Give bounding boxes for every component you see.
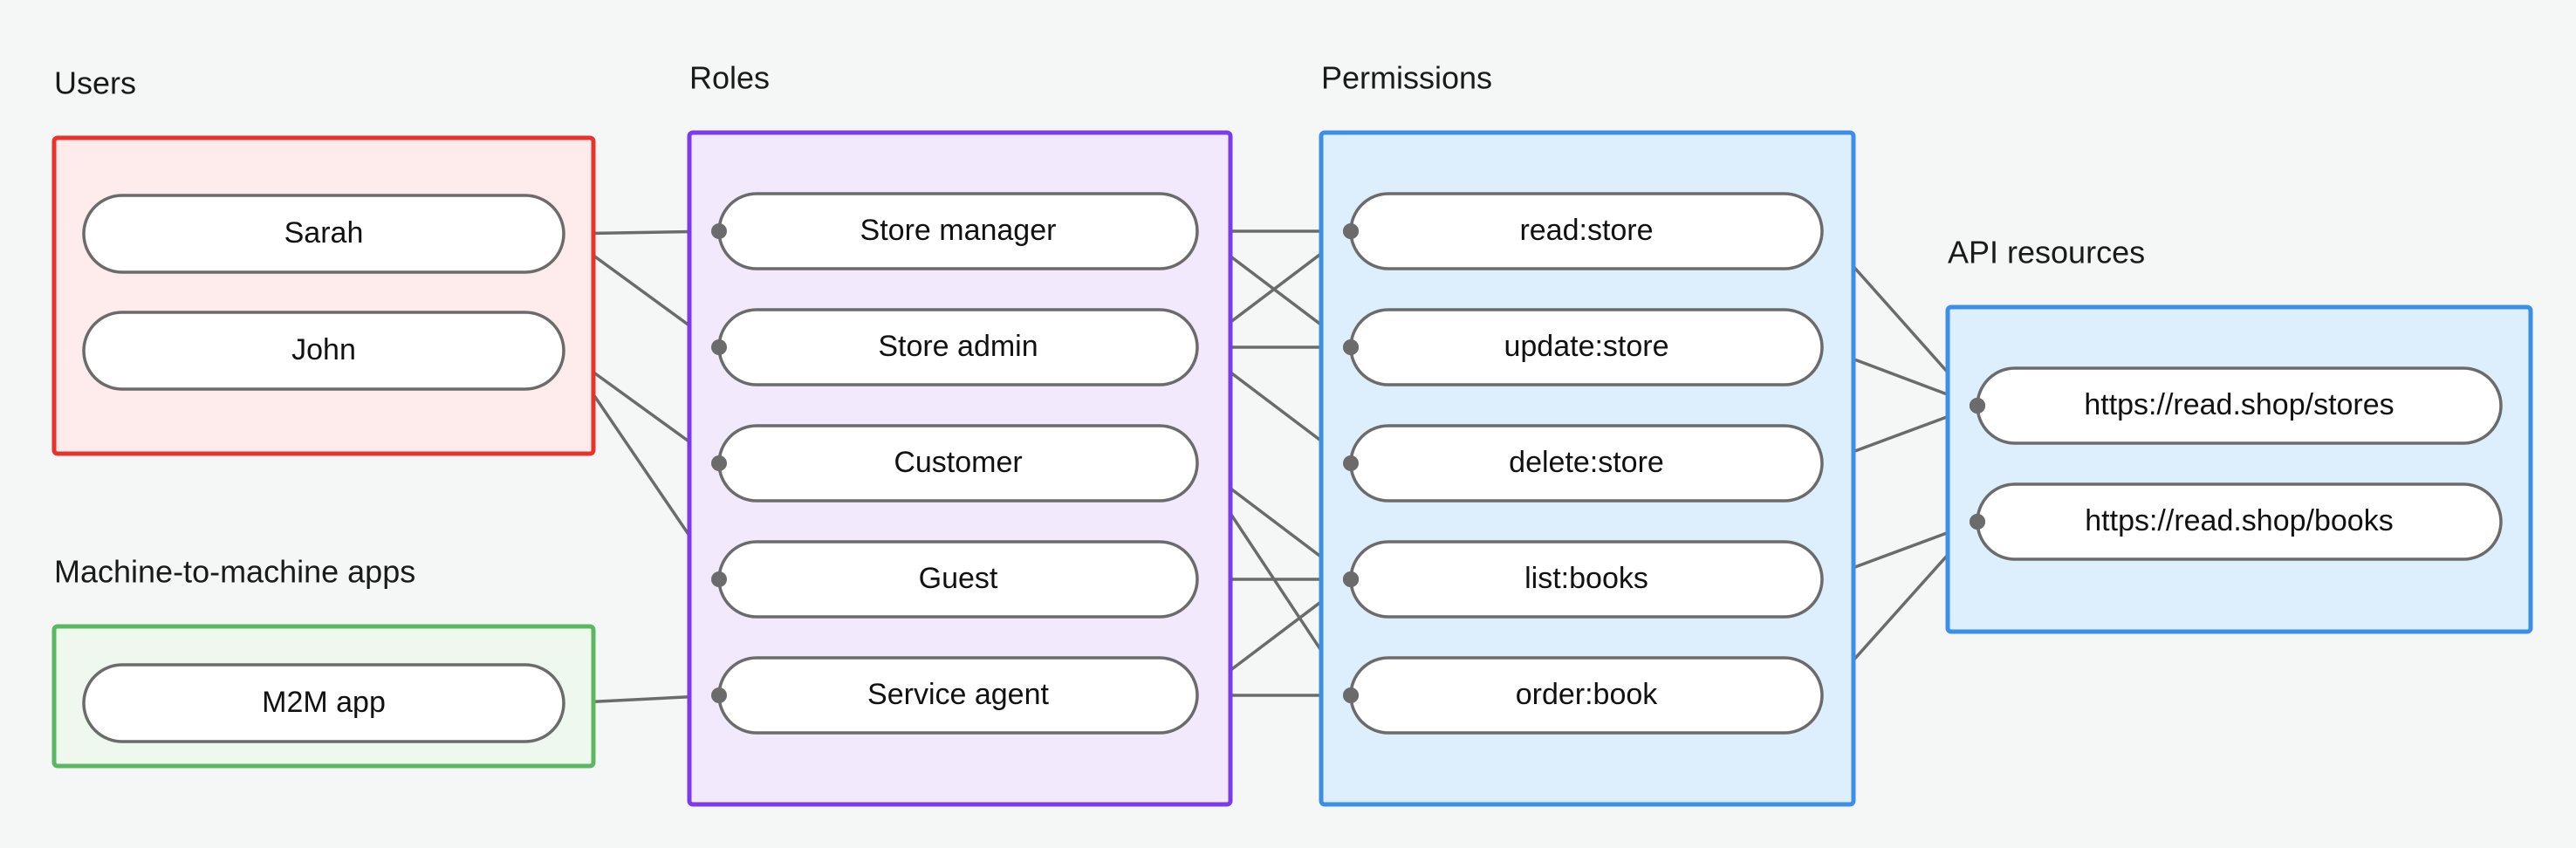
edge-endpoint-dot-list_books [1343, 571, 1359, 587]
node-label-sarah: Sarah [284, 216, 364, 250]
edge-endpoint-dot-delete_store [1343, 455, 1359, 471]
node-m2mapp[interactable] [82, 663, 565, 743]
edge-endpoint-dot-order_book [1343, 687, 1359, 703]
node-label-read_store: read:store [1519, 214, 1653, 247]
edge-endpoint-dot-read_store [1343, 223, 1359, 239]
node-label-service_agent: Service agent [867, 678, 1049, 711]
node-label-store_manager: Store manager [860, 214, 1057, 247]
group-label-m2m: Machine-to-machine apps [54, 554, 415, 590]
group-box-api_resources [1945, 304, 2533, 634]
node-label-m2mapp: M2M app [262, 686, 386, 719]
node-john[interactable] [82, 311, 565, 391]
edge-endpoint-dot-service_agent [711, 687, 727, 703]
node-label-john: John [291, 333, 356, 366]
node-sarah[interactable] [82, 194, 565, 274]
node-label-order_book: order:book [1516, 678, 1659, 711]
edge-endpoint-dot-res_books [1970, 514, 1985, 530]
group-label-permissions: Permissions [1321, 60, 1492, 96]
node-label-store_admin: Store admin [878, 330, 1038, 363]
group-label-api_resources: API resources [1948, 235, 2145, 270]
node-label-guest: Guest [919, 562, 998, 595]
edge-endpoint-dot-update_store [1343, 339, 1359, 355]
node-label-res_books: https://read.shop/books [2085, 504, 2393, 537]
edge-endpoint-dot-res_stores [1970, 398, 1985, 414]
edge-endpoint-dot-customer [711, 455, 727, 471]
node-label-customer: Customer [894, 446, 1022, 479]
edge-endpoint-dot-store_manager [711, 223, 727, 239]
group-label-users: Users [54, 65, 136, 101]
edge-endpoint-dots [711, 223, 1985, 703]
node-label-delete_store: delete:store [1509, 446, 1664, 479]
edge-endpoint-dot-guest [711, 571, 727, 587]
node-label-list_books: list:books [1524, 562, 1648, 595]
edge-endpoint-dot-store_admin [711, 339, 727, 355]
node-label-update_store: update:store [1504, 330, 1668, 363]
group-label-roles: Roles [689, 60, 770, 96]
group-box-users [51, 135, 596, 456]
node-label-res_stores: https://read.shop/stores [2084, 388, 2394, 421]
